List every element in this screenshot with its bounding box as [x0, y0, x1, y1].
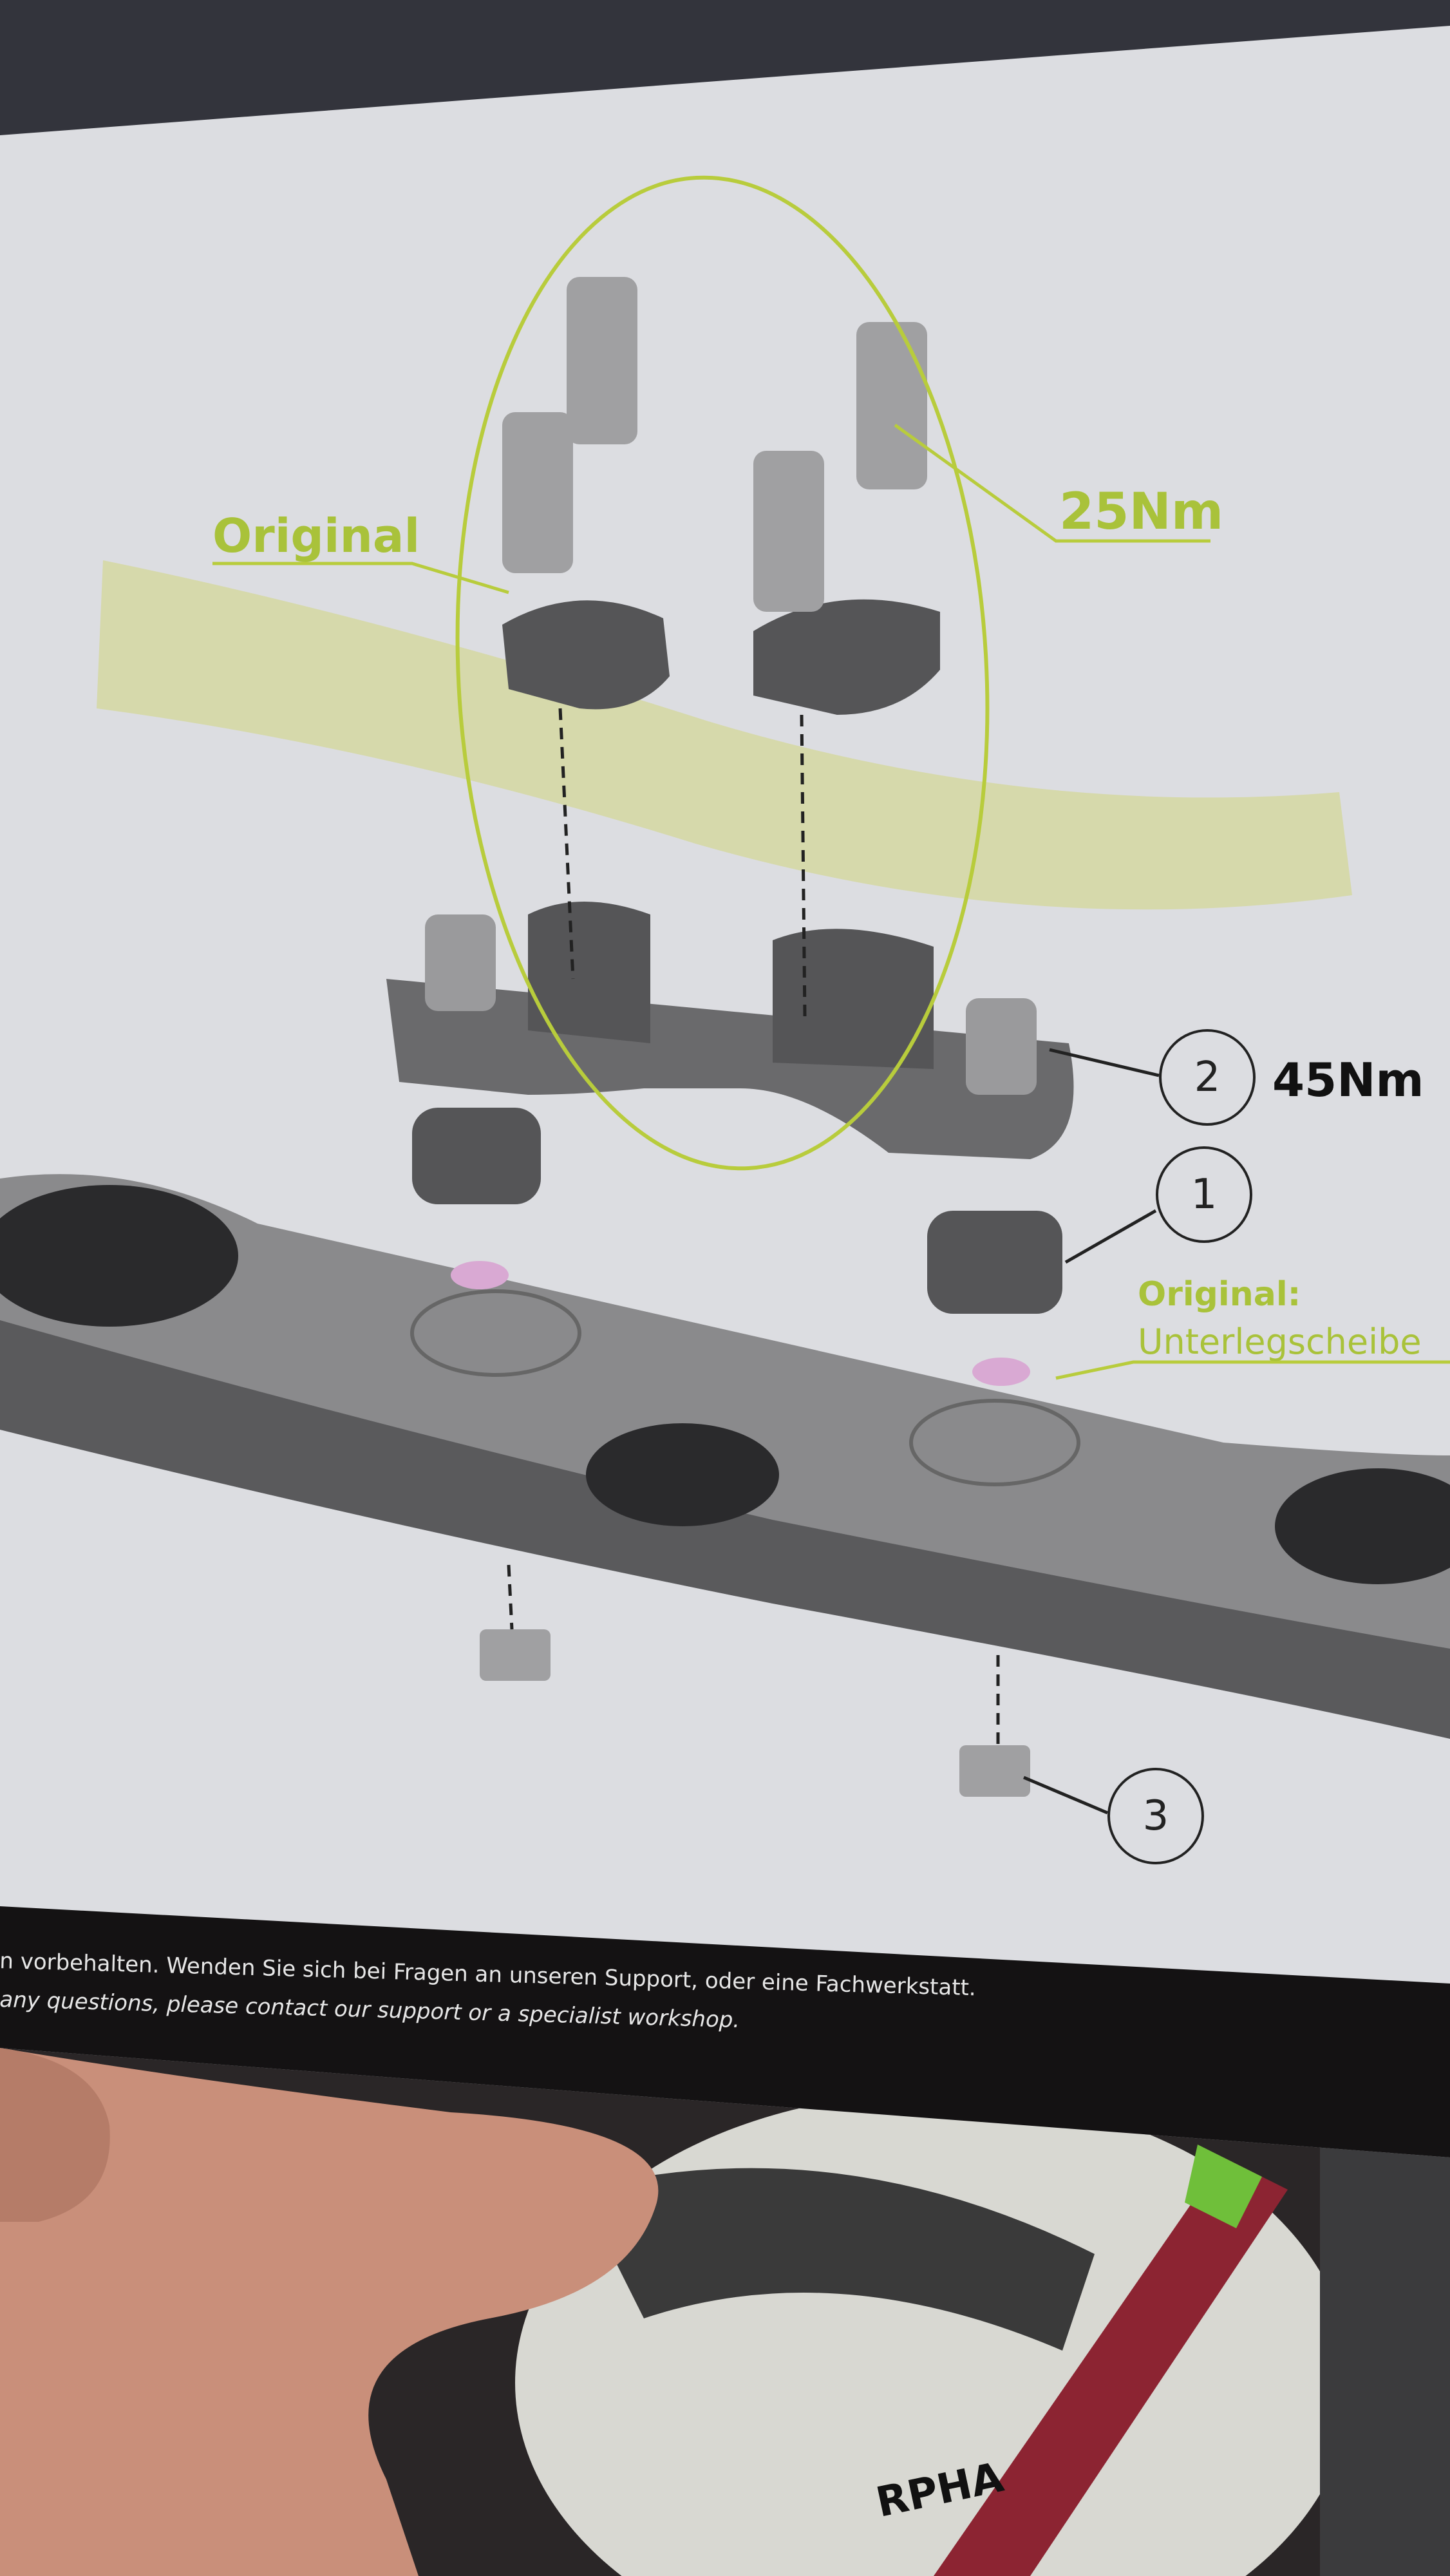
- triple-clamp: [0, 1174, 1450, 1739]
- top-band: [0, 0, 1450, 135]
- assembly-lines: [507, 708, 1000, 1745]
- callout-3-number: 3: [1142, 1792, 1169, 1840]
- leader-lines: [212, 423, 1450, 1815]
- torque-45nm-label: 45Nm: [1272, 1053, 1424, 1107]
- highlight-ellipse: [455, 175, 990, 1171]
- footer-band: [0, 1906, 1450, 2157]
- original-clamp-label: Original: [212, 509, 420, 563]
- callout-2-number: 2: [1194, 1054, 1221, 1101]
- original-washer-title: Original:: [1138, 1275, 1301, 1314]
- handlebar: [97, 560, 1352, 910]
- hand: [0, 2048, 659, 2576]
- callout-3: 3: [1107, 1768, 1204, 1864]
- callout-1: 1: [1156, 1146, 1252, 1243]
- original-washer-text: Unterlegscheibe: [1138, 1321, 1422, 1362]
- helmet: [515, 2093, 1450, 2576]
- torque-25nm-label: 25Nm: [1059, 483, 1224, 541]
- callout-2: 2: [1159, 1029, 1256, 1126]
- bolts: [480, 277, 1030, 1797]
- callout-1-number: 1: [1191, 1171, 1218, 1218]
- riser-parts: [386, 599, 1074, 1386]
